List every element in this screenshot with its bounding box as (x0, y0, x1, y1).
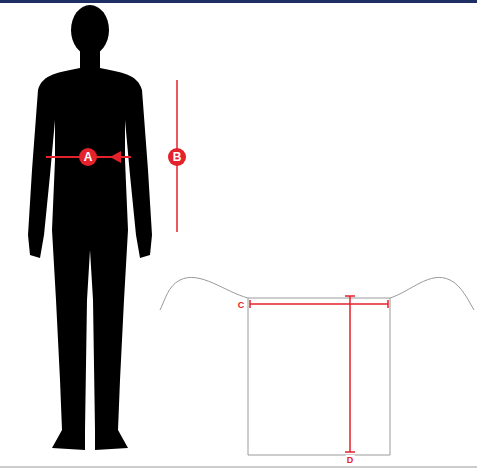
callout-letter: B (168, 148, 186, 166)
apron-outline (160, 277, 474, 455)
top-rule (0, 0, 477, 3)
dimension-letter: D (346, 455, 355, 465)
dimension-letter: C (237, 300, 246, 310)
body-silhouette (28, 5, 152, 450)
apron-measures (250, 296, 388, 452)
bottom-rule (0, 467, 477, 468)
callout-letter: A (79, 148, 97, 166)
